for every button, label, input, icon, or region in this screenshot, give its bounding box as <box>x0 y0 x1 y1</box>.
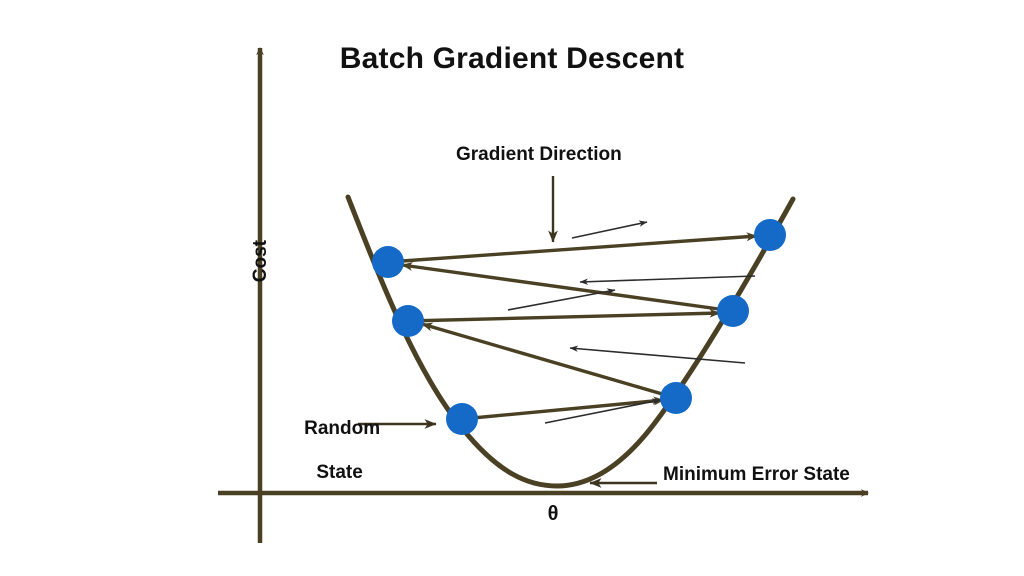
annotation-label-minimum-error-state: Minimum Error State <box>663 464 850 485</box>
gradient-arrow-4 <box>579 275 756 285</box>
gradient-arrow-5 <box>571 220 648 239</box>
state-point-6[interactable] <box>754 219 786 251</box>
state-point-random-state[interactable] <box>446 403 478 435</box>
state-point-5[interactable] <box>372 246 404 278</box>
descent-step-2 <box>421 322 677 400</box>
gradient-arrow-2 <box>569 345 746 364</box>
gradient-arrow-3 <box>507 288 616 311</box>
cost-curve-group <box>345 194 796 489</box>
page-title: Batch Gradient Descent <box>339 42 685 75</box>
annotation-arrows <box>358 176 657 488</box>
annotation-label-random-state: Random State <box>283 396 380 505</box>
cost-curve <box>345 194 796 489</box>
state-point-4[interactable] <box>717 295 749 327</box>
y-axis-label: Cost <box>206 198 315 282</box>
state-point-3[interactable] <box>392 305 424 337</box>
descent-step-4 <box>401 261 734 313</box>
descent-step-5 <box>387 232 758 264</box>
annotation-label-gradient-direction: Gradient Direction <box>456 144 622 165</box>
descent-path-group <box>387 232 758 421</box>
random-state-line-2: State <box>316 461 363 483</box>
state-points-group <box>372 219 786 435</box>
x-axis-label: θ <box>547 503 559 525</box>
state-point-2[interactable] <box>660 382 692 414</box>
axes-group <box>218 47 869 543</box>
descent-step-1 <box>461 396 665 421</box>
gradient-arrow-1 <box>544 398 661 424</box>
random-state-line-1: Random <box>304 417 381 439</box>
descent-step-3 <box>407 308 721 323</box>
y-axis-label-text: Cost <box>249 240 271 283</box>
gradient-indicator-arrows <box>507 220 756 424</box>
